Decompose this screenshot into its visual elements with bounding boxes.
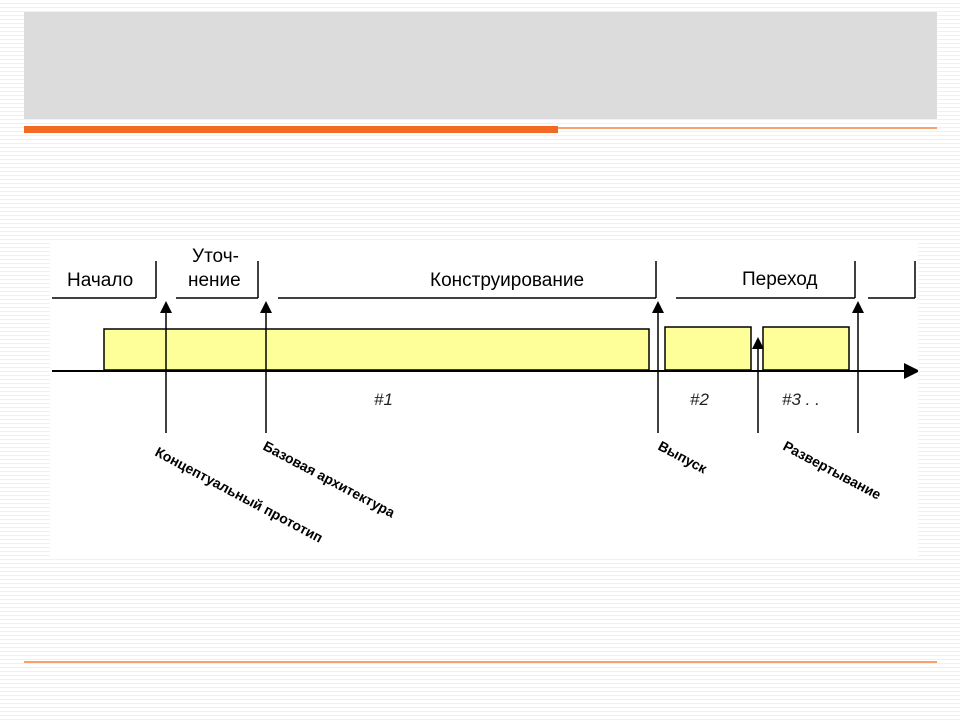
iteration-bar-1 — [103, 328, 650, 371]
lifecycle-diagram: Начало Уточ- нение Конструирование Перех… — [50, 243, 918, 559]
phase-label-elaboration-1: Уточ- — [192, 246, 239, 267]
phase-label-inception: Начало — [67, 270, 133, 291]
milestone-label-deployment: Развертывание — [781, 438, 885, 503]
slide-title-bar — [24, 12, 937, 119]
iteration-label-1: #1 — [374, 390, 393, 409]
title-accent-thin-line — [558, 127, 937, 129]
title-accent-line — [24, 126, 558, 133]
footer-line — [24, 661, 937, 663]
milestone-label-release: Выпуск — [656, 438, 711, 477]
milestone-lines — [160, 301, 864, 433]
iteration-bar-2 — [664, 326, 752, 371]
iteration-bar-3 — [762, 326, 850, 371]
iteration-label-3: #3 . . — [782, 390, 820, 409]
iteration-bars — [103, 326, 850, 371]
lifecycle-diagram-svg: Начало Уточ- нение Конструирование Перех… — [52, 246, 918, 546]
phase-brackets — [52, 261, 916, 299]
phase-label-elaboration-2: нение — [188, 270, 241, 291]
phase-label-construction: Конструирование — [430, 270, 584, 291]
iteration-label-2: #2 — [690, 390, 709, 409]
phase-label-transition: Переход — [742, 269, 817, 290]
